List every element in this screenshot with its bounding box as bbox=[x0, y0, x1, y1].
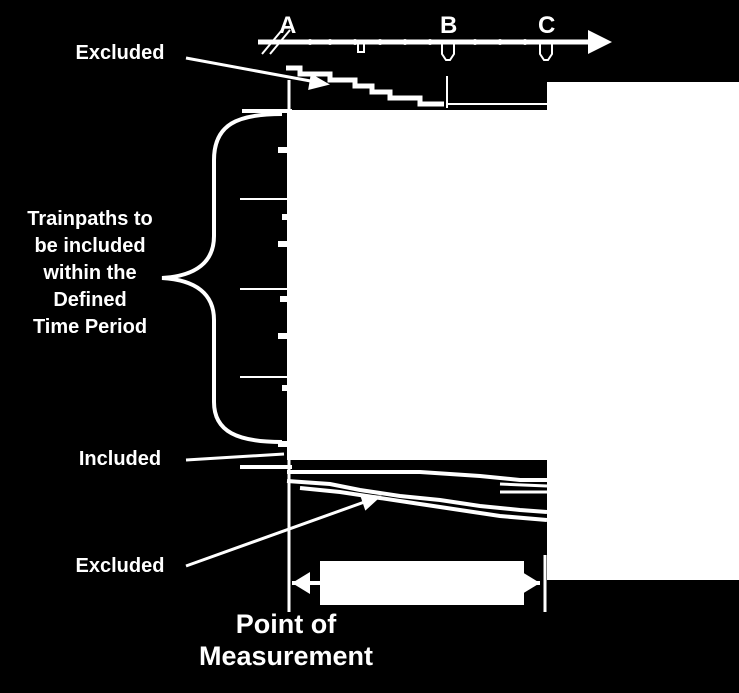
label-trainpaths-line4: Defined bbox=[53, 289, 127, 311]
label-included: Included bbox=[78, 448, 162, 470]
period-brace bbox=[161, 112, 283, 444]
label-point-line1: Point of bbox=[235, 609, 337, 639]
station-markers bbox=[357, 42, 553, 61]
label-point-of-measurement: Point of Measurement bbox=[166, 608, 406, 672]
excluded-trainpath-top bbox=[286, 65, 444, 107]
station-label-b: B bbox=[440, 12, 458, 39]
defined-time-period-block-extension bbox=[547, 82, 739, 580]
label-point-line2: Measurement bbox=[198, 641, 374, 671]
label-trainpaths-line5: Time Period bbox=[32, 316, 148, 338]
pointer-lines bbox=[185, 56, 382, 568]
label-excluded-bottom: Excluded bbox=[75, 555, 165, 577]
excluded-trainpaths-bottom bbox=[286, 470, 548, 522]
station-label-a: A bbox=[279, 12, 297, 39]
label-excluded-top: Excluded bbox=[75, 42, 165, 64]
route-arrow bbox=[258, 29, 612, 55]
label-trainpaths-line2: be included bbox=[34, 235, 146, 257]
timetable-ticks bbox=[240, 109, 292, 469]
station-label-c: C bbox=[538, 12, 556, 39]
label-trainpaths: Trainpaths to be included within the Def… bbox=[8, 206, 172, 341]
track-dots bbox=[307, 39, 528, 45]
defined-time-period-block bbox=[287, 110, 547, 460]
label-trainpaths-line3: within the bbox=[43, 262, 137, 284]
label-trainpaths-line1: Trainpaths to bbox=[27, 208, 153, 230]
time-period-arrow bbox=[292, 555, 547, 612]
